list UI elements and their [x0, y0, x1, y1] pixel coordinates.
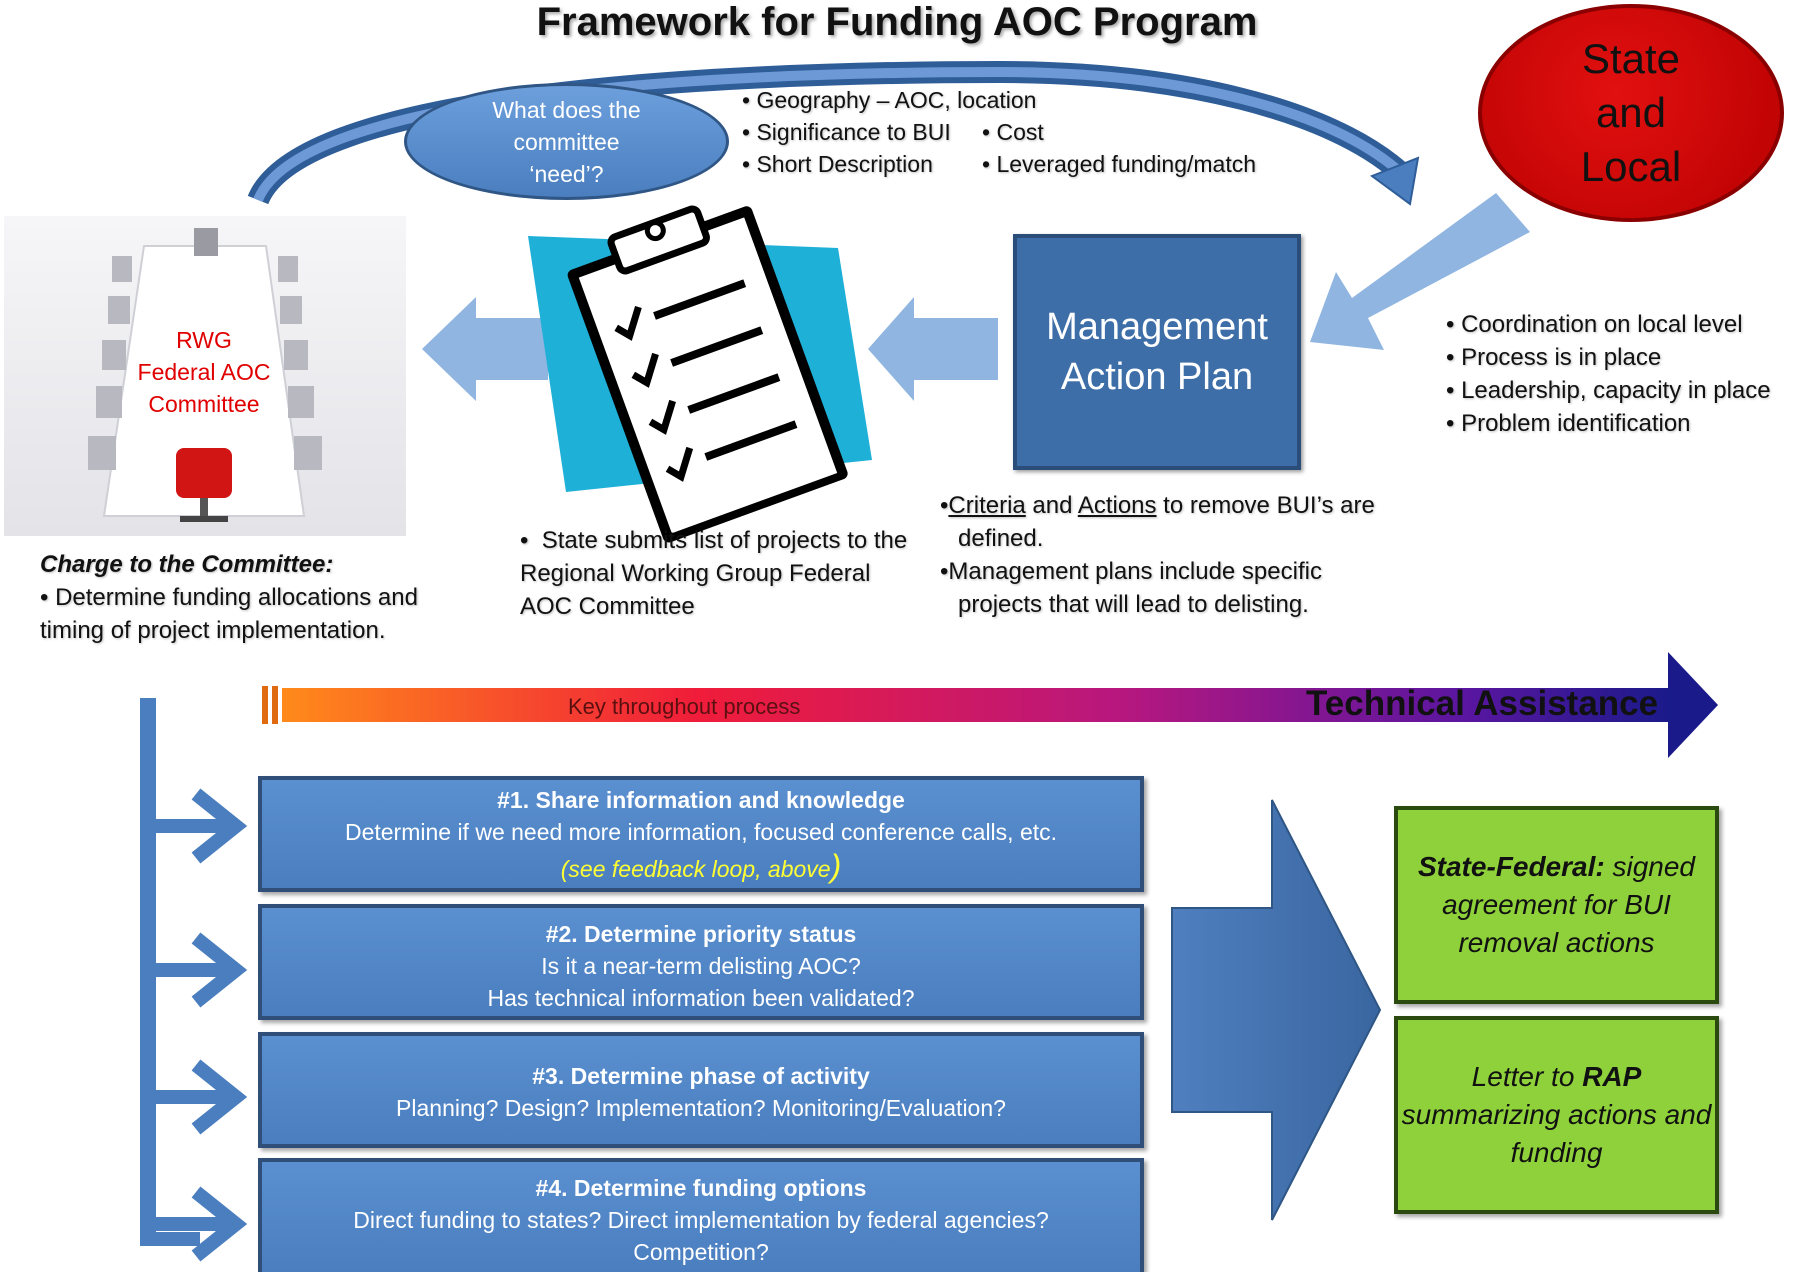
outcome-bold: RAP: [1582, 1061, 1642, 1092]
state-bullet: Coordination on local level: [1446, 308, 1771, 341]
need-item: Significance to BUI: [742, 116, 1036, 148]
state-line: and: [1595, 89, 1667, 136]
state-local-bullets: Coordination on local level Process is i…: [1446, 308, 1771, 440]
mgmt-bullet-2-text: Management plans include specific projec…: [948, 558, 1322, 618]
key-throughout-label: Key throughout process: [568, 694, 801, 719]
need-list-col1: Geography – AOC, location Significance t…: [742, 84, 1036, 180]
charge-text: Charge to the Committee: • Determine fun…: [40, 548, 420, 647]
state-bullet: Process is in place: [1446, 341, 1771, 374]
need-item: Leveraged funding/match: [982, 148, 1256, 180]
feedback-note-text: (see feedback loop, above: [560, 856, 831, 882]
clipboard-caption: • State submits list of projects to the …: [520, 524, 920, 623]
management-action-plan-box: Management Action Plan: [1013, 234, 1301, 470]
need-oval-line: ‘need’?: [529, 160, 604, 187]
state-to-plan-arrow: [1310, 193, 1530, 350]
committee-need-oval: What does the committee ‘need’?: [404, 83, 729, 200]
outcome-state-federal-box: State-Federal: signed agreement for BUI …: [1394, 806, 1719, 1004]
mgmt-bullet-2: •Management plans include specific proje…: [940, 558, 1322, 618]
technical-assistance-label: Technical Assistance: [1306, 684, 1659, 723]
clipboard-to-committee-arrow: [422, 297, 548, 401]
step-line: Competition?: [633, 1239, 769, 1265]
need-oval-line: What does the: [492, 96, 641, 123]
need-item: Cost: [982, 116, 1256, 148]
outcome-bold: State-Federal:: [1417, 851, 1605, 882]
step-1-box: #1. Share information and knowledge Dete…: [258, 776, 1144, 892]
mgmt-bullet-1: •Criteria and Actions to remove BUI’s ar…: [940, 492, 1375, 552]
step-line: Planning? Design? Implementation? Monito…: [396, 1095, 1006, 1121]
management-bullets: •Criteria and Actions to remove BUI’s ar…: [940, 489, 1380, 621]
need-item: Short Description: [742, 148, 1036, 180]
step-title: #2. Determine priority status: [545, 921, 857, 947]
mgmt-line: Action Plan: [1060, 356, 1254, 398]
mgmt-line: Management: [1046, 306, 1268, 348]
outcome-letter-box: Letter to RAP summarizing actions and fu…: [1394, 1016, 1719, 1214]
plan-to-clipboard-arrow: [868, 297, 998, 401]
state-line: State: [1581, 35, 1681, 82]
step-line: Is it a near-term delisting AOC?: [541, 953, 861, 979]
step-connector: [140, 698, 248, 1262]
state-and-local-circle: State and Local: [1478, 4, 1784, 222]
step-2-box: #2. Determine priority status Is it a ne…: [258, 904, 1144, 1020]
step-title: #4. Determine funding options: [535, 1175, 867, 1201]
charge-bullet-text: Determine funding allocations and timing…: [40, 584, 418, 644]
step-line: Has technical information been validated…: [487, 985, 915, 1011]
step-3-box: #3. Determine phase of activity Planning…: [258, 1032, 1144, 1148]
state-line: Local: [1580, 143, 1682, 190]
step-title: #1. Share information and knowledge: [497, 787, 905, 813]
technical-assistance-arrow: [262, 652, 1718, 758]
outcome-rest: summarizing actions and funding: [1401, 1099, 1712, 1168]
charge-bullet: • Determine funding allocations and timi…: [40, 584, 418, 644]
state-bullet: Problem identification: [1446, 407, 1771, 440]
feedback-note-paren: ): [830, 848, 842, 884]
step-4-box: #4. Determine funding options Direct fun…: [258, 1158, 1144, 1272]
committee-line: RWG: [176, 327, 232, 353]
clipboard-bullet: • State submits list of projects to the …: [520, 527, 908, 620]
feedback-note: (see feedback loop, above): [262, 850, 1140, 885]
remove-text: to remove BUI’s are defined.: [958, 492, 1375, 552]
committee-label: RWG Federal AOC Committee: [104, 324, 304, 420]
clipboard-bullet-text: State submits list of projects to the Re…: [520, 527, 908, 620]
outcome-arrow: [1171, 799, 1382, 1221]
clipboard-checklist-icon: [528, 205, 872, 543]
step-line: Determine if we need more information, f…: [344, 819, 1058, 845]
conference-table-icon: [88, 228, 322, 522]
and-text: and: [1025, 492, 1078, 519]
step-line: Direct funding to states? Direct impleme…: [353, 1207, 1049, 1233]
outcome-pre: Letter to: [1471, 1061, 1583, 1092]
criteria-text: Criteria: [948, 492, 1026, 519]
actions-text: Actions: [1077, 492, 1157, 519]
feedback-loop-arrow: [247, 60, 1420, 206]
need-oval-line: committee: [513, 128, 620, 155]
charge-heading: Charge to the Committee:: [40, 551, 334, 578]
state-bullet: Leadership, capacity in place: [1446, 374, 1771, 407]
committee-line: Federal AOC: [137, 359, 271, 385]
need-list-col2: Cost Leveraged funding/match: [982, 116, 1256, 180]
page-title: Framework for Funding AOC Program: [536, 0, 1258, 44]
step-title: #3. Determine phase of activity: [532, 1063, 870, 1089]
committee-table-image: RWG Federal AOC Committee: [4, 216, 406, 536]
need-item: Geography – AOC, location: [742, 84, 1036, 116]
committee-line: Committee: [148, 391, 260, 417]
outcome-rest: signed agreement for BUI removal actions: [1442, 851, 1695, 958]
